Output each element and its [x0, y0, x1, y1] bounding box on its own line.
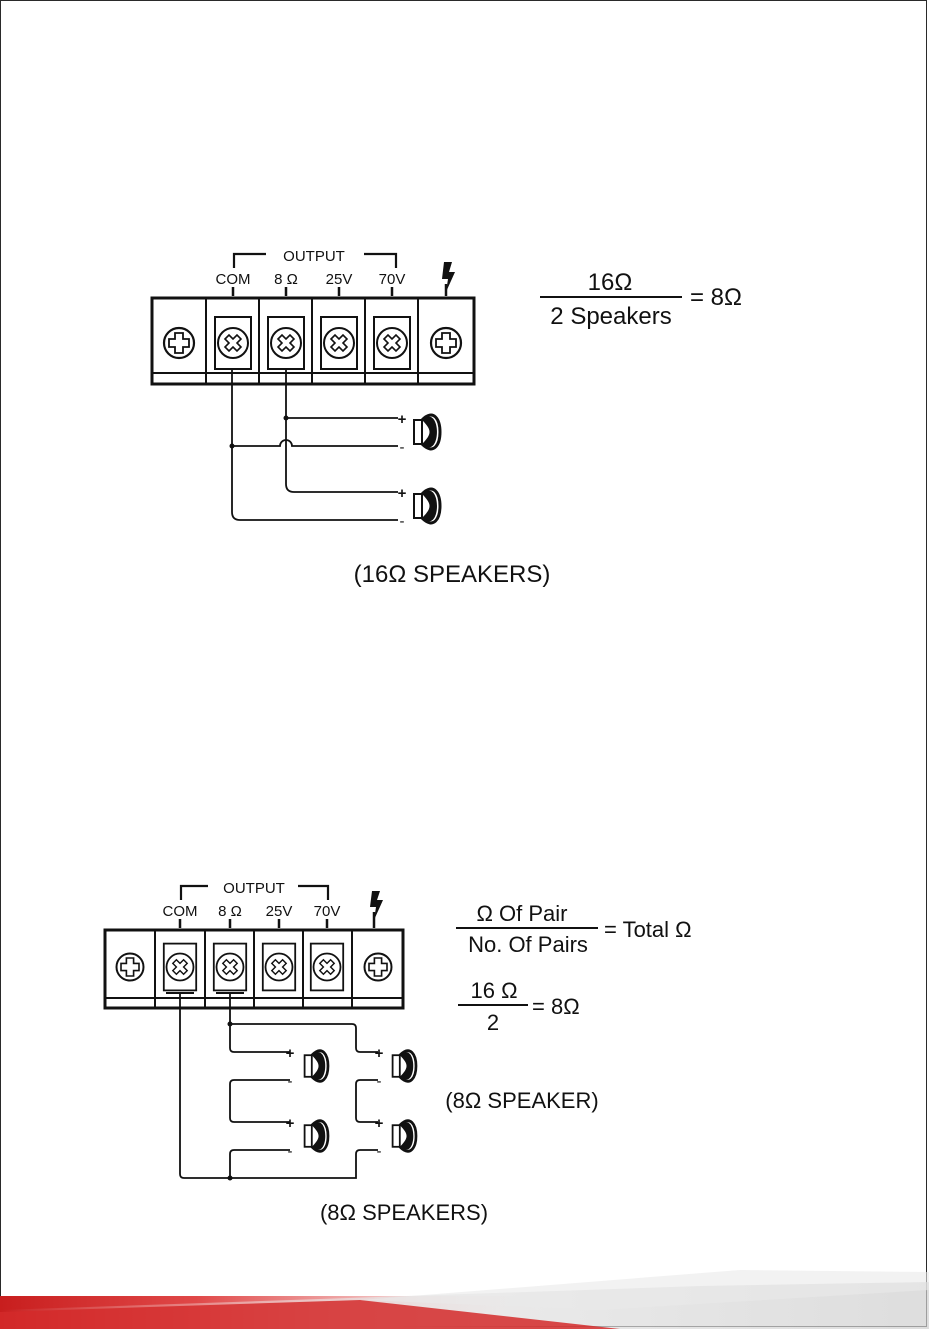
- formula-3-numerator: 16 Ω: [470, 978, 517, 1003]
- footer-decoration: [0, 1270, 929, 1329]
- formula-2-result: = Total Ω: [604, 917, 692, 942]
- terminal-label-25v-2: 25V: [266, 903, 293, 920]
- output-label: OUTPUT: [283, 248, 345, 265]
- caption-2: (8Ω SPEAKERS): [320, 1200, 488, 1225]
- speaker-2d-icon: [393, 1121, 416, 1152]
- terminal-label-70v: 70V: [379, 271, 406, 288]
- screw-terminal-com-icon: [215, 317, 251, 369]
- speaker-2-icon: [414, 489, 440, 523]
- diagram-2: OUTPUT COM 8 Ω 25V 70V: [105, 880, 692, 1225]
- mount-screw-left-icon-2: [117, 954, 144, 981]
- mount-screw-left-icon: [164, 328, 194, 358]
- terminal-label-com: COM: [216, 271, 251, 288]
- speaker-2b-plus: +: [286, 1115, 295, 1132]
- terminal-label-70v-2: 70V: [314, 903, 341, 920]
- speaker-2-minus: -: [400, 513, 405, 530]
- speaker-2c-plus: +: [375, 1045, 384, 1062]
- screw-terminal-70v-icon-2: [311, 944, 343, 991]
- speaker-2-plus: +: [398, 485, 407, 502]
- formula-1-result: = 8Ω: [690, 284, 742, 311]
- terminal-label-25v: 25V: [326, 271, 353, 288]
- speaker-2d-minus: -: [377, 1143, 382, 1160]
- screw-terminal-70v-icon: [374, 317, 410, 369]
- formula-1-denominator: 2 Speakers: [550, 303, 671, 330]
- speaker-2d-plus: +: [375, 1115, 384, 1132]
- mount-screw-right-icon: [431, 328, 461, 358]
- formula-3-result: = 8Ω: [532, 994, 580, 1019]
- formula-2-numerator: Ω Of Pair: [476, 901, 567, 926]
- lightning-ground-icon-2: [370, 891, 383, 920]
- speaker-2b-minus: -: [288, 1143, 293, 1160]
- screw-terminal-8ohm-icon-2: [214, 944, 246, 991]
- speaker-2a-minus: -: [288, 1073, 293, 1090]
- terminal-label-8ohm: 8 Ω: [274, 271, 298, 288]
- speaker-2b-icon: [305, 1121, 328, 1152]
- wiring-2: [180, 994, 378, 1178]
- output-label-2: OUTPUT: [223, 880, 285, 897]
- terminal-label-8ohm-2: 8 Ω: [218, 903, 242, 920]
- formula-3-denominator: 2: [487, 1010, 499, 1035]
- screw-terminal-com-icon-2: [164, 944, 196, 991]
- speaker-2c-minus: -: [377, 1073, 382, 1090]
- terminal-label-com-2: COM: [163, 903, 198, 920]
- screw-terminal-25v-icon: [321, 317, 357, 369]
- screw-terminal-8ohm-icon: [268, 317, 304, 369]
- speaker-label: (8Ω SPEAKER): [445, 1088, 598, 1113]
- speaker-1-icon: [414, 415, 440, 449]
- formula-1-numerator: 16Ω: [588, 269, 633, 296]
- formula-2-denominator: No. Of Pairs: [468, 932, 588, 957]
- speaker-1-minus: -: [400, 439, 405, 456]
- mount-screw-right-icon-2: [365, 954, 392, 981]
- screw-terminal-25v-icon-2: [263, 944, 295, 991]
- speaker-2a-icon: [305, 1051, 328, 1082]
- speaker-2a-plus: +: [286, 1045, 295, 1062]
- speaker-1-plus: +: [398, 411, 407, 428]
- wiring: [232, 370, 398, 520]
- diagram-1: OUTPUT COM 8 Ω 25V 70V: [152, 248, 742, 588]
- caption-1: (16Ω SPEAKERS): [354, 561, 551, 588]
- lightning-ground-icon: [442, 262, 455, 292]
- speaker-2c-icon: [393, 1051, 416, 1082]
